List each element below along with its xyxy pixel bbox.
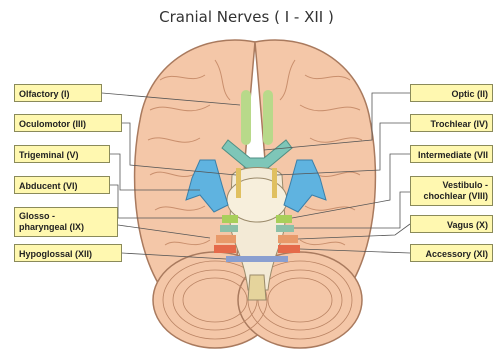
trochlear-nerve (272, 168, 277, 198)
vagus-nerve-right (278, 235, 298, 243)
label-vestibulo-line2: chochlear (VIII) (423, 191, 488, 201)
vagus-nerve-left (216, 235, 236, 243)
label-olfactory: Olfactory (I) (14, 84, 102, 102)
oculomotor-nerve (236, 168, 241, 198)
label-trigeminal: Trigeminal (V) (14, 145, 110, 163)
label-oculomotor: Oculomotor (III) (14, 114, 122, 132)
vestibulo-nerve-right (276, 225, 294, 232)
label-optic: Optic (II) (410, 84, 493, 102)
accessory-nerve-right (278, 245, 300, 253)
label-hypoglossal: Hypoglossal (XII) (14, 244, 122, 262)
label-intermediate: Intermediate (VII (410, 145, 493, 163)
label-vestibulocochlear: Vestibulo - chochlear (VIII) (410, 176, 493, 206)
label-vestibulo-line1: Vestibulo - (442, 180, 488, 190)
label-glossopharyngeal-line2: pharyngeal (IX) (19, 222, 84, 232)
facial-nerve-left (222, 215, 238, 223)
hypoglossal-nerve (226, 256, 288, 262)
label-glossopharyngeal: Glosso - pharyngeal (IX) (14, 207, 118, 237)
accessory-nerve-left (214, 245, 236, 253)
olfactory-tract-right (263, 90, 273, 145)
label-vagus: Vagus (X) (410, 215, 493, 233)
vestibulo-nerve-left (220, 225, 238, 232)
label-glossopharyngeal-line1: Glosso - (19, 211, 55, 221)
olfactory-tract-left (241, 90, 251, 145)
label-abducent: Abducent (VI) (14, 176, 110, 194)
spinal-cord (248, 275, 266, 300)
label-accessory: Accessory (XI) (410, 244, 493, 262)
label-trochlear: Trochlear (IV) (410, 114, 493, 132)
facial-nerve-right (276, 215, 292, 223)
